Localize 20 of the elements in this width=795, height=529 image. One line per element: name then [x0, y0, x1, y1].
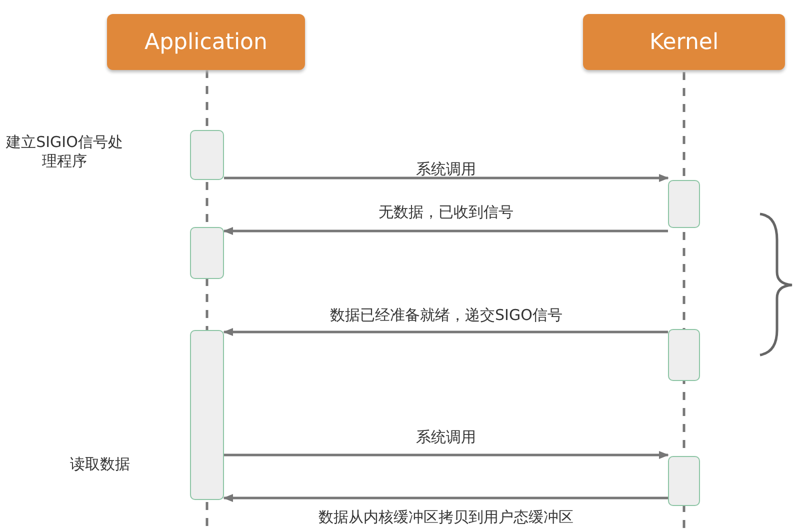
- step-note: 建立SIGIO信号处理程序: [4, 133, 124, 171]
- message-label: 数据从内核缓冲区拷贝到用户态缓冲区: [318, 508, 574, 527]
- arrow: [223, 494, 668, 502]
- step-note: 读取数据: [69, 455, 131, 474]
- activation-bar: [668, 180, 700, 228]
- arrow: [223, 328, 668, 336]
- arrow: [224, 451, 669, 459]
- participant-box: Kernel: [583, 14, 785, 70]
- message-label: 系统调用: [416, 160, 476, 179]
- arrow: [223, 227, 668, 235]
- participant-box: Application: [107, 14, 305, 70]
- activation-bar: [190, 330, 224, 500]
- message-label: 无数据，已收到信号: [378, 203, 514, 222]
- message-label: 数据已经准备就绪，递交SIGO信号: [330, 306, 562, 325]
- activation-bar: [190, 130, 224, 180]
- activation-bar: [668, 456, 700, 506]
- activation-bar: [190, 227, 224, 279]
- activation-bar: [668, 329, 700, 381]
- arrow: [224, 174, 669, 182]
- message-label: 系统调用: [416, 428, 476, 447]
